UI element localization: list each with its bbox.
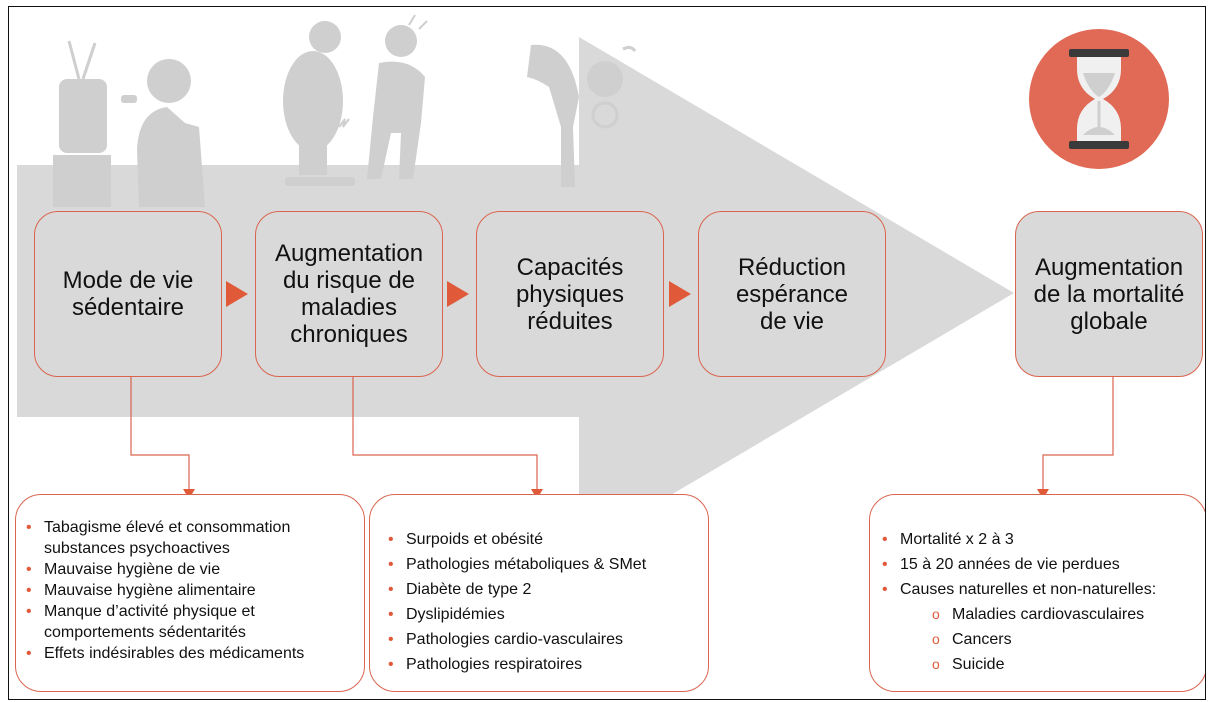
step-label: Réduction espérance de vie	[735, 253, 849, 335]
mortality-card: Mortalité x 2 à 3 15 à 20 années de vie …	[869, 494, 1205, 692]
hourglass-icon	[1029, 29, 1169, 169]
step-chronic-disease-risk: Augmentation du risque de maladies chron…	[255, 211, 443, 377]
diagram-frame: Mode de vie sédentaire Augmentation du r…	[8, 6, 1206, 700]
obesity-chest-pain-icon	[283, 14, 428, 186]
list-item: Mortalité x 2 à 3	[878, 529, 1198, 550]
step-mortality: Augmentation de la mortalité globale	[1015, 211, 1203, 377]
step-label: Capacités physiques réduites	[515, 253, 625, 335]
step-sedentary: Mode de vie sédentaire	[34, 211, 222, 377]
step-label: Augmentation du risque de maladies chron…	[274, 240, 424, 348]
step-label: Augmentation de la mortalité globale	[1033, 253, 1185, 335]
list-item: Mauvaise hygiène de vie	[22, 559, 356, 580]
connector-lines	[130, 377, 1114, 491]
tired-breathless-icon	[527, 44, 637, 187]
list-item: Tabagisme élevé et consommation substanc…	[22, 517, 356, 559]
list-item: 15 à 20 années de vie perdues	[878, 554, 1198, 575]
causes-list: Tabagisme élevé et consommation substanc…	[22, 517, 356, 664]
causes-card: Tabagisme élevé et consommation substanc…	[15, 494, 365, 692]
diseases-list: Surpoids et obésité Pathologies métaboli…	[384, 529, 700, 675]
list-item: Surpoids et obésité	[384, 529, 700, 550]
list-item: Diabète de type 2	[384, 579, 700, 600]
list-subitem: Cancers	[878, 629, 1198, 650]
step-label: Mode de vie sédentaire	[62, 267, 194, 321]
list-item: Pathologies métaboliques & SMet	[384, 554, 700, 575]
list-item: Manque d’activité physique et comporteme…	[22, 601, 356, 643]
list-item: Pathologies respiratoires	[384, 654, 700, 675]
list-item: Mauvaise hygiène alimentaire	[22, 580, 356, 601]
flow-arrowhead	[669, 281, 691, 307]
list-item: Causes naturelles et non-naturelles:	[878, 579, 1198, 600]
list-item: Pathologies cardio-vasculaires	[384, 629, 700, 650]
diseases-card: Surpoids et obésité Pathologies métaboli…	[369, 494, 709, 692]
list-item: Effets indésirables des médicaments	[22, 643, 356, 664]
step-life-expectancy: Réduction espérance de vie	[698, 211, 886, 377]
list-subitem: Maladies cardiovasculaires	[878, 604, 1198, 625]
flow-arrowhead	[447, 281, 469, 307]
step-reduced-capacity: Capacités physiques réduites	[476, 211, 664, 377]
mortality-list: Mortalité x 2 à 3 15 à 20 années de vie …	[878, 529, 1198, 675]
list-subitem: Suicide	[878, 654, 1198, 675]
list-item: Dyslipidémies	[384, 604, 700, 625]
flow-arrowhead	[226, 281, 248, 307]
tv-sofa-icon	[53, 40, 205, 207]
